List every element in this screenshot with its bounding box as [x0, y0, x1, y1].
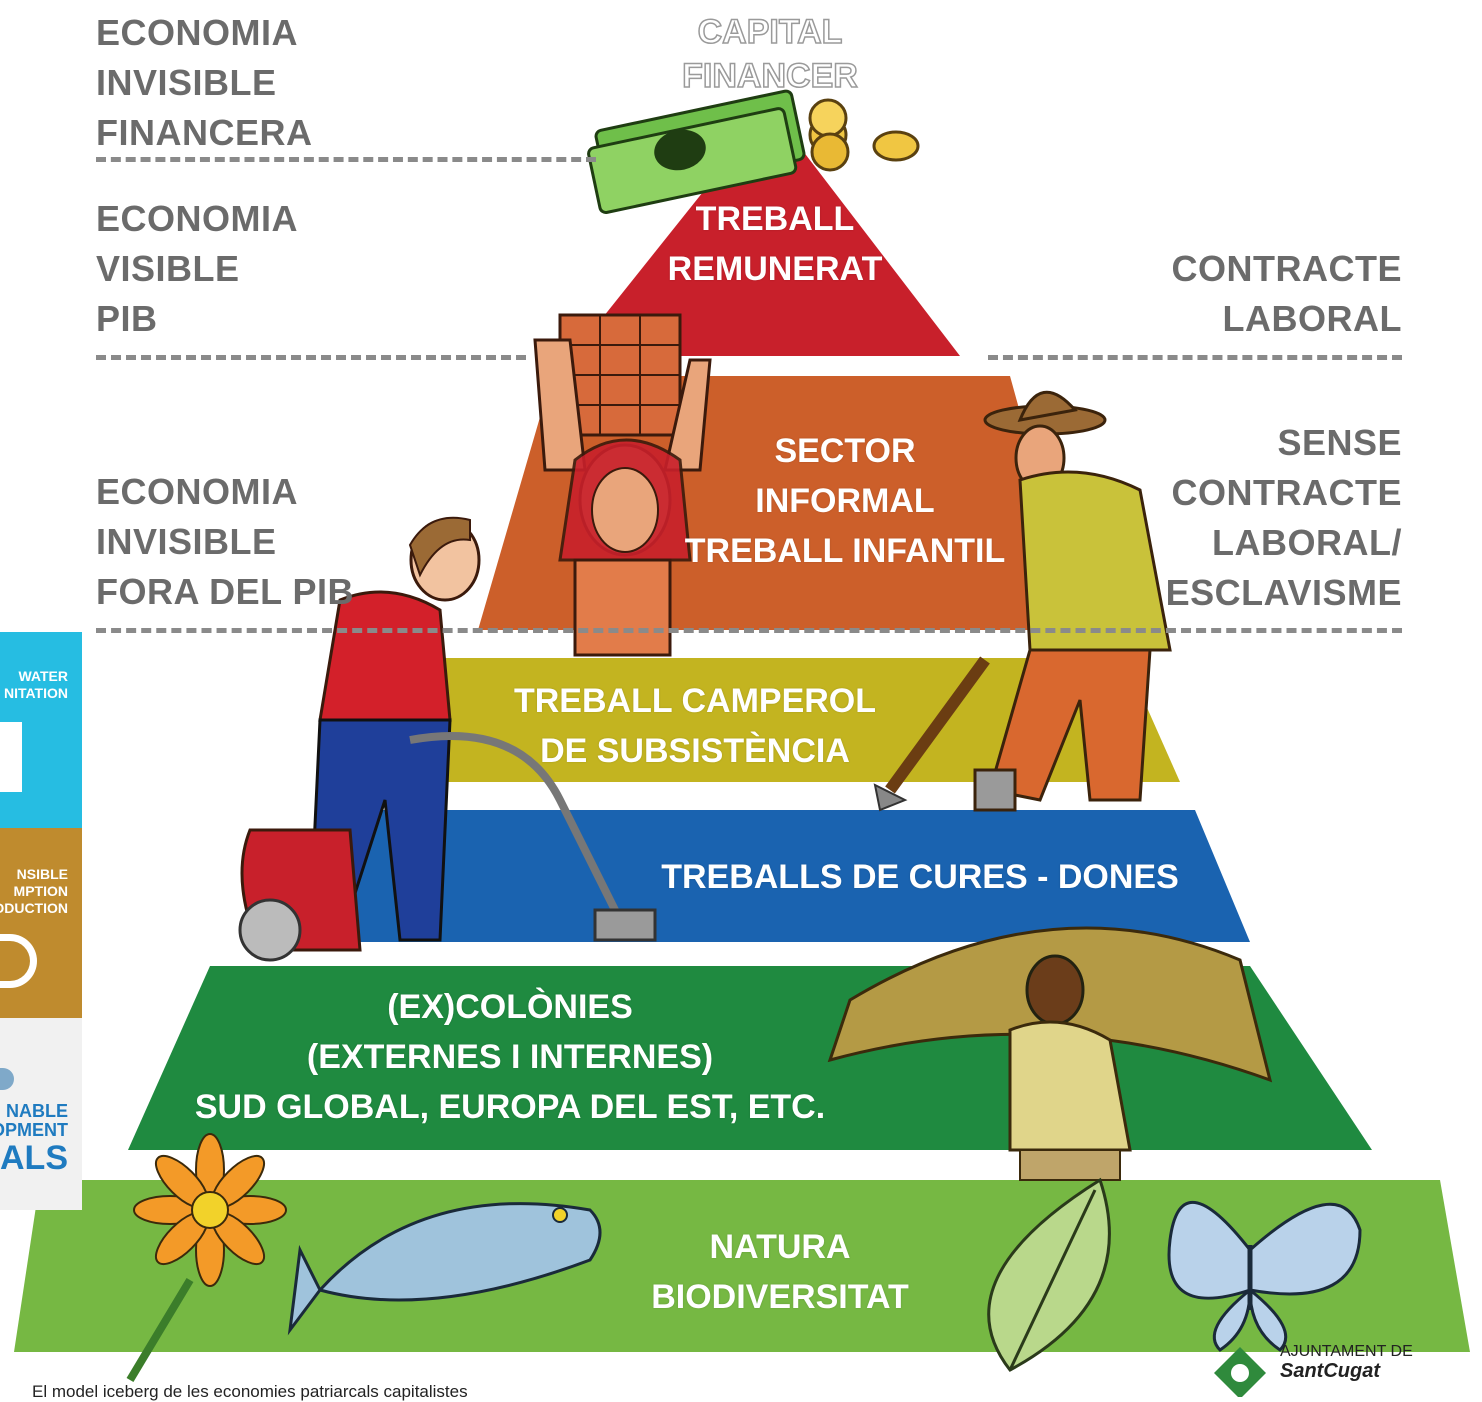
- tier-care-band: [305, 810, 1250, 942]
- label-line: ESCLAVISME: [1165, 572, 1402, 613]
- tier-paid-label: TREBALL REMUNERAT: [640, 194, 910, 294]
- tier-informal-label: SECTOR INFORMAL TREBALL INFANTIL: [670, 426, 1020, 576]
- sdg-line: RODUCTION: [0, 900, 68, 916]
- farmer-illustration: [873, 390, 1172, 812]
- tier-nature-label: NATURA BIODIVERSITAT: [630, 1222, 930, 1322]
- sdg-line: ALS: [0, 1139, 68, 1177]
- man-branches-illustration: [827, 926, 1273, 1181]
- tier-line: SUD GLOBAL, EUROPA DEL EST, ETC.: [194, 1088, 826, 1126]
- label-line: INVISIBLE: [96, 521, 277, 562]
- sant-cugat-logo: AJUNTAMENT DE SantCugat: [1200, 1343, 1470, 1397]
- sdg-infinity-icon: [0, 934, 37, 988]
- sdg-line: MPTION: [13, 883, 68, 899]
- label-line: ECONOMIA: [96, 471, 298, 512]
- tier-line: DE SUBSISTÈNCIA: [540, 732, 850, 770]
- label-no-contract: SENSE CONTRACTE LABORAL/ ESCLAVISME: [1166, 418, 1402, 618]
- sdg-water-icon: [0, 722, 22, 792]
- divider-line-visible-right: [988, 355, 1402, 360]
- apex-line: CAPITAL: [697, 12, 843, 52]
- leaf-illustration: [987, 1177, 1111, 1372]
- flower-illustration: [126, 1133, 287, 1383]
- sdg-line: OPMENT: [0, 1120, 68, 1140]
- label-line: SENSE: [1277, 422, 1402, 463]
- sdg-goals-block: NABLE OPMENT ALS: [0, 1018, 82, 1210]
- butterfly-illustration: [1167, 1200, 1362, 1352]
- label-line: LABORAL: [1222, 298, 1402, 339]
- figure-caption: El model iceberg de les economies patria…: [32, 1382, 468, 1401]
- tier-line: (EXTERNES I INTERNES): [306, 1038, 714, 1076]
- sdg-water-text: WATER NITATION: [4, 668, 68, 702]
- sant-cugat-emblem-icon: [1214, 1347, 1266, 1397]
- sdg-line: NSIBLE: [16, 866, 68, 882]
- tier-line: TREBALLS DE CURES - DONES: [661, 858, 1179, 896]
- label-line: INVISIBLE: [96, 62, 277, 103]
- divider-line-financial: [96, 157, 596, 162]
- woman-vacuum-illustration: [238, 516, 657, 962]
- tier-line: TREBALL CAMPEROL: [513, 682, 877, 720]
- sdg-line: NABLE: [6, 1101, 68, 1121]
- tier-peasant-band: [400, 658, 1180, 782]
- tier-colonies-label: (EX)COLÒNIES (EXTERNES I INTERNES) SUD G…: [160, 982, 860, 1132]
- label-economy-outside-gdp: ECONOMIA INVISIBLE FORA DEL PIB: [96, 467, 354, 617]
- money-illustration: [587, 89, 920, 215]
- sdg-goals-text: NABLE OPMENT ALS: [0, 1101, 68, 1177]
- sdg-water-block: WATER NITATION: [0, 632, 82, 828]
- label-line: FORA DEL PIB: [96, 571, 355, 612]
- divider-line-informal: [96, 628, 1402, 633]
- label-line: ECONOMIA: [96, 12, 298, 53]
- divider-line-visible-left: [96, 355, 526, 360]
- logo-line-2: SantCugat: [1280, 1360, 1380, 1382]
- label-line: VISIBLE: [96, 248, 240, 289]
- label-line: CONTRACTE: [1171, 248, 1402, 289]
- sdg-panel: WATER NITATION NSIBLE MPTION RODUCTION N…: [0, 632, 82, 1210]
- tier-paid-band: [572, 108, 960, 356]
- tier-peasant-label: TREBALL CAMPEROL DE SUBSISTÈNCIA: [480, 676, 910, 776]
- apex-line: FINANCER: [681, 56, 858, 96]
- sdg-consumption-block: NSIBLE MPTION RODUCTION: [0, 828, 82, 1018]
- label-economy-visible: ECONOMIA VISIBLE PIB: [96, 194, 298, 344]
- tier-line: BIODIVERSITAT: [651, 1278, 909, 1316]
- child-worker-illustration: [533, 313, 712, 657]
- tier-line: TREBALL INFANTIL: [684, 532, 1006, 570]
- sdg-globe-icon: [0, 1068, 14, 1090]
- logo-line-1: AJUNTAMENT DE: [1280, 1343, 1413, 1360]
- fish-illustration: [287, 1202, 602, 1336]
- tier-line: INFORMAL: [755, 482, 935, 520]
- label-line: PIB: [96, 298, 158, 339]
- label-labour-contract: CONTRACTE LABORAL: [1172, 244, 1402, 344]
- tier-care-label: TREBALLS DE CURES - DONES: [640, 852, 1200, 902]
- label-line: CONTRACTE: [1171, 472, 1402, 513]
- tier-line: SECTOR: [774, 432, 916, 470]
- tier-line: NATURA: [709, 1228, 851, 1266]
- sdg-line: NITATION: [3, 685, 68, 701]
- sdg-consumption-text: NSIBLE MPTION RODUCTION: [0, 866, 68, 917]
- label-line: ECONOMIA: [96, 198, 298, 239]
- apex-label: CAPITAL FINANCER: [660, 10, 880, 98]
- label-line: LABORAL/: [1212, 522, 1402, 563]
- label-line: FINANCERA: [96, 112, 313, 153]
- tier-line: REMUNERAT: [667, 250, 883, 288]
- sdg-line: WATER: [18, 668, 68, 684]
- tier-line: TREBALL: [695, 200, 855, 238]
- label-economy-financial: ECONOMIA INVISIBLE FINANCERA: [96, 8, 313, 158]
- tier-line: (EX)COLÒNIES: [387, 988, 633, 1026]
